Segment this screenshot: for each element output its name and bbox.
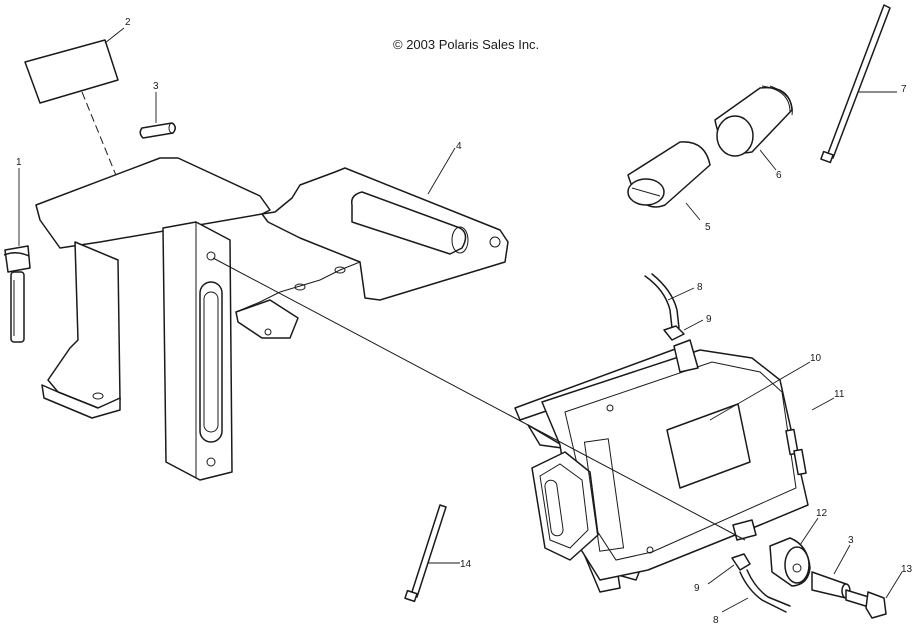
callout-3-lower: 3 <box>848 535 854 546</box>
part-9-nut-lower <box>731 553 751 571</box>
callout-6: 6 <box>776 170 782 181</box>
part-2-decal <box>24 39 123 191</box>
part-7-cable-tie <box>820 4 891 164</box>
callout-12: 12 <box>816 508 828 519</box>
part-8-wire-upper <box>644 273 680 329</box>
callout-14: 14 <box>460 559 472 570</box>
callout-9-upper: 9 <box>706 314 712 325</box>
callout-7: 7 <box>901 84 907 95</box>
callout-10: 10 <box>810 353 822 364</box>
assembly-centerline <box>212 257 746 541</box>
part-1-bolt <box>3 245 31 343</box>
part-8-wire-lower <box>739 569 791 613</box>
callout-9-lower: 9 <box>694 583 700 594</box>
part-13-bolt <box>845 589 887 619</box>
part-4-bracket <box>35 157 509 481</box>
callout-11: 11 <box>834 389 845 400</box>
leader-lines <box>18 27 903 613</box>
callout-8-upper: 8 <box>697 282 703 293</box>
callout-13: 13 <box>901 564 913 575</box>
callout-8-lower: 8 <box>713 615 719 626</box>
part-11-ecu-module <box>514 339 809 593</box>
copyright-text: © 2003 Polaris Sales Inc. <box>393 37 539 52</box>
part-5-boot <box>627 141 711 208</box>
part-14-cable-tie <box>404 504 447 603</box>
part-6-sleeve <box>714 85 793 157</box>
part-10-label <box>666 403 751 489</box>
callout-1: 1 <box>16 157 22 168</box>
callout-labels: 1 2 3 4 5 6 7 8 9 10 11 12 3 13 9 8 14 <box>16 17 913 626</box>
callout-5: 5 <box>705 222 711 233</box>
part-12-grommet <box>769 537 811 587</box>
part-3-spacer-lower <box>811 571 851 599</box>
callout-4: 4 <box>456 141 462 152</box>
part-3-pin-upper <box>139 122 176 139</box>
part-9-nut-upper <box>663 325 685 341</box>
callout-2: 2 <box>125 17 131 28</box>
callout-3-upper: 3 <box>153 81 159 92</box>
